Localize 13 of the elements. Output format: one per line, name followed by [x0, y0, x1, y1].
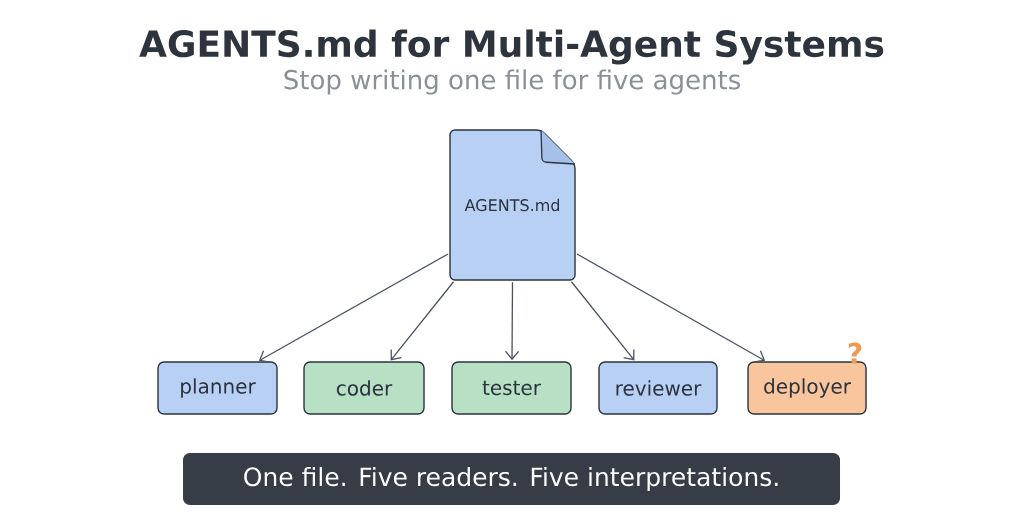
agent-box: reviewer — [598, 361, 718, 415]
agent-box: tester — [451, 361, 572, 415]
agent-box: planner — [157, 361, 278, 415]
caption-banner: One file. Five readers. Five interpretations. — [183, 453, 840, 505]
arrow — [570, 281, 635, 361]
arrow — [576, 253, 766, 363]
title: AGENTS.md for Multi-Agent Systems — [139, 29, 884, 65]
question-mark: ? — [848, 342, 862, 364]
arrow — [504, 281, 520, 361]
agent-box: coder — [303, 361, 425, 415]
arrow — [258, 253, 449, 363]
arrow — [390, 281, 455, 361]
subtitle: Stop writing one file for five agents — [284, 69, 740, 95]
